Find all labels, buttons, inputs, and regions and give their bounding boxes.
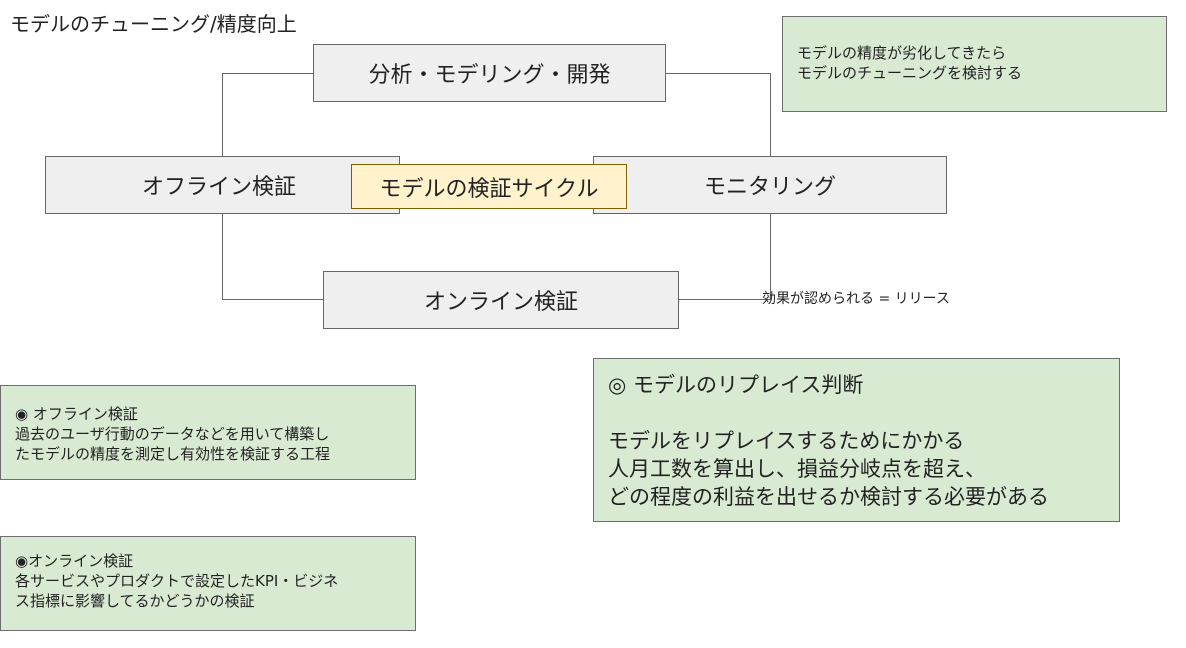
replace-decision-note: ◎ モデルのリプレイス判断 モデルをリプレイスするためにかかる 人月工数を算出し… [593, 358, 1120, 522]
connector-top-left-h [222, 73, 313, 74]
offline-validation-label: オフライン検証 [142, 175, 297, 200]
replace-note-line: どの程度の利益を出せるか検討する必要がある [608, 485, 1049, 509]
online-validation-box: オンライン検証 [323, 271, 679, 329]
offline-validation-box: オフライン検証 [45, 156, 400, 214]
online-note-line: ス指標に影響してるかどうかの検証 [15, 592, 255, 610]
offline-note-line: たモデルの精度を測定し有効性を検証する工程 [15, 445, 331, 463]
connector-left-bottom-v [222, 214, 223, 300]
replace-note-heading: ◎ モデルのリプレイス判断 [608, 373, 864, 397]
release-label: 効果が認められる = リリース [762, 291, 950, 307]
online-validation-note: ◉オンライン検証 各サービスやプロダクトで設定したKPI・ビジネ ス指標に影響し… [0, 536, 416, 631]
monitoring-box: モニタリング [593, 156, 947, 214]
online-note-line: 各サービスやプロダクトで設定したKPI・ビジネ [15, 572, 339, 590]
analysis-modeling-development-label: 分析・モデリング・開発 [368, 63, 611, 88]
tuning-note-line: モデルのチューニングを検討する [797, 64, 1023, 82]
connector-right-top-v [770, 73, 771, 156]
connector-left-top-v [222, 73, 223, 156]
page-title: モデルのチューニング/精度向上 [10, 12, 297, 36]
tuning-note: モデルの精度が劣化してきたら モデルのチューニングを検討する [782, 16, 1167, 112]
monitoring-label: モニタリング [704, 175, 837, 200]
connector-bottom-left-h [222, 299, 323, 300]
analysis-modeling-development-box: 分析・モデリング・開発 [313, 44, 666, 102]
online-validation-label: オンライン検証 [423, 290, 578, 315]
offline-note-heading: ◉ オフライン検証 [15, 405, 138, 423]
validation-cycle-label: モデルの検証サイクル [379, 176, 599, 202]
offline-note-line: 過去のユーザ行動のデータなどを用いて構築し [15, 425, 330, 443]
replace-note-line: モデルをリプレイスするためにかかる [608, 429, 965, 453]
validation-cycle-box: モデルの検証サイクル [351, 164, 627, 209]
connector-bottom-right-h [679, 299, 770, 300]
online-note-heading: ◉オンライン検証 [15, 552, 134, 570]
replace-note-line: 人月工数を算出し、損益分岐点を超え、 [608, 457, 986, 481]
offline-validation-note: ◉ オフライン検証 過去のユーザ行動のデータなどを用いて構築し たモデルの精度を… [0, 385, 416, 480]
replace-note-spacer [608, 399, 1105, 427]
connector-right-bottom-v [770, 214, 771, 300]
tuning-note-line: モデルの精度が劣化してきたら [797, 44, 1007, 62]
connector-top-right-h [666, 73, 770, 74]
